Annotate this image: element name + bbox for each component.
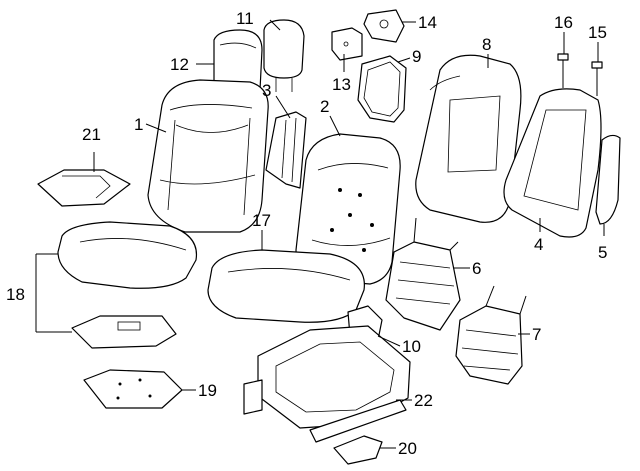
callout-14: 14 <box>418 13 437 32</box>
callout-20: 20 <box>398 439 417 458</box>
callout-19: 19 <box>198 381 217 400</box>
callout-3: 3 <box>262 81 271 100</box>
callout-6: 6 <box>472 259 481 278</box>
part-19-plate[interactable] <box>83 369 183 409</box>
part-13-clip[interactable] <box>331 27 363 61</box>
part-3-pad[interactable] <box>265 111 307 189</box>
part-9-trim[interactable] <box>357 55 407 123</box>
part-14-bracket[interactable] <box>363 9 405 43</box>
callout-17: 17 <box>252 211 271 230</box>
callout-12: 12 <box>170 55 189 74</box>
part-22-track-frame[interactable] <box>243 325 411 443</box>
part-15-bolt[interactable] <box>591 61 603 96</box>
part-4-frame[interactable] <box>503 88 602 238</box>
part-7-wire-mat[interactable] <box>455 285 527 385</box>
part-6-wire-mat[interactable] <box>385 217 461 331</box>
callout-labels: 1 2 3 4 5 6 7 8 9 10 11 12 13 14 15 16 1… <box>6 9 607 458</box>
callout-1: 1 <box>134 115 143 134</box>
callout-16: 16 <box>554 13 573 32</box>
part-20-bracket[interactable] <box>333 435 383 465</box>
part-11-headrest[interactable] <box>263 19 305 92</box>
callout-8: 8 <box>482 35 491 54</box>
callout-2: 2 <box>320 97 329 116</box>
callout-7: 7 <box>532 325 541 344</box>
part-18-cushion[interactable] <box>57 221 198 289</box>
callout-11: 11 <box>236 9 254 28</box>
callout-15: 15 <box>588 23 607 42</box>
callout-18: 18 <box>6 285 25 304</box>
part-18-pan[interactable] <box>71 315 177 349</box>
callout-5: 5 <box>598 243 607 262</box>
callout-4: 4 <box>534 235 543 254</box>
part-16-bolt[interactable] <box>557 53 569 88</box>
part-5-side-trim[interactable] <box>595 134 621 225</box>
callout-10: 10 <box>402 337 421 356</box>
part-21-pad[interactable] <box>37 169 131 207</box>
part-17-cushion-cover[interactable] <box>207 249 365 323</box>
callout-9: 9 <box>412 47 421 66</box>
part-8-backpanel[interactable] <box>415 54 522 223</box>
part-1-seatback-cover[interactable] <box>147 79 269 233</box>
callout-22: 22 <box>414 391 433 410</box>
leader-lines <box>35 19 605 449</box>
callout-13: 13 <box>332 75 351 94</box>
callout-21: 21 <box>82 125 101 144</box>
